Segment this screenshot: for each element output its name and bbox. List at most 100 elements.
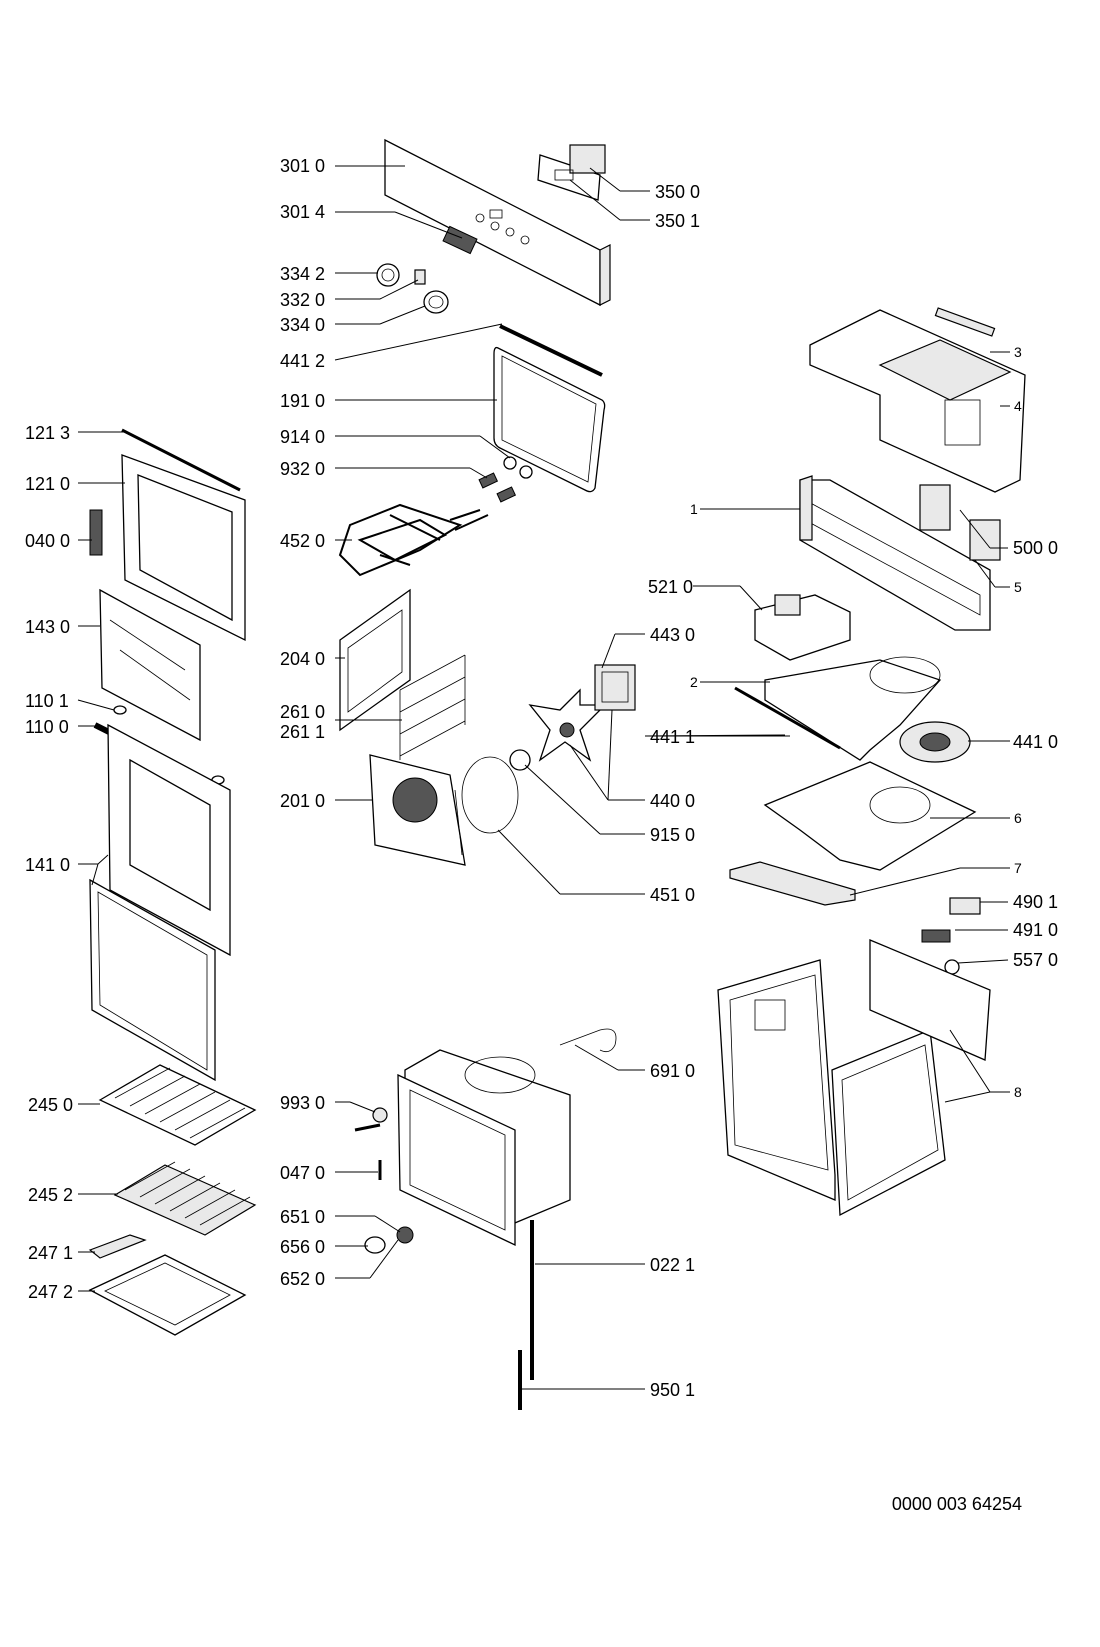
shelf-rails-part <box>399 654 466 760</box>
label-040-0: 040 0 <box>25 531 70 551</box>
lamp-glass-part <box>364 1236 386 1254</box>
oven-seal-part <box>493 346 606 493</box>
label-691-0: 691 0 <box>650 1061 695 1081</box>
switch-part <box>949 897 981 915</box>
knob-part-2 <box>423 290 449 314</box>
door-frame-part <box>121 428 246 642</box>
label-261-0: 261 0 <box>280 702 325 722</box>
label-191-0: 191 0 <box>280 391 325 411</box>
label-141-0: 141 0 <box>25 855 70 875</box>
front-frame-part <box>799 475 991 631</box>
label-993-0: 993 0 <box>280 1093 325 1113</box>
spring-part <box>478 472 499 489</box>
label-656-0: 656 0 <box>280 1237 325 1257</box>
label-2: 2 <box>690 674 698 690</box>
label-4: 4 <box>1014 398 1022 414</box>
front-strip-part <box>729 861 856 906</box>
electronic-module-part <box>537 144 606 201</box>
label-334-0: 334 0 <box>280 315 325 335</box>
door-seal-frame-part <box>89 878 216 1082</box>
label-452-0: 452 0 <box>280 531 325 551</box>
lamp-holder-part <box>396 1226 414 1244</box>
label-022-1: 022 1 <box>650 1255 695 1275</box>
label-914-0: 914 0 <box>280 427 325 447</box>
gasket-strip-part <box>499 324 603 377</box>
label-443-0: 443 0 <box>650 625 695 645</box>
label-143-0: 143 0 <box>25 617 70 637</box>
label-490-1: 490 1 <box>1013 892 1058 912</box>
label-350-1: 350 1 <box>655 211 700 231</box>
label-521-0: 521 0 <box>648 577 693 597</box>
label-350-0: 350 0 <box>655 182 700 202</box>
label-5: 5 <box>1014 579 1022 595</box>
label-245-0: 245 0 <box>28 1095 73 1115</box>
label-121-3: 121 3 <box>25 423 70 443</box>
label-441-2: 441 2 <box>280 351 325 371</box>
label-334-2: 334 2 <box>280 264 325 284</box>
label-301-0: 301 0 <box>280 156 325 176</box>
inner-glass-part <box>99 588 201 742</box>
label-451-0: 451 0 <box>650 885 695 905</box>
label-500-0: 500 0 <box>1013 538 1058 558</box>
control-panel-part <box>384 138 611 307</box>
label-557-0: 557 0 <box>1013 950 1058 970</box>
fan-ring-part <box>461 756 519 834</box>
rear-fan-cover-part <box>369 754 466 866</box>
clip-part <box>113 705 127 715</box>
grill-rack-part <box>113 1161 257 1236</box>
diagram-reference-code: 0000 003 64254 <box>891 1494 1022 1514</box>
label-301-4: 301 4 <box>280 202 325 222</box>
knob-part <box>376 263 400 287</box>
label-441-0: 441 0 <box>1013 732 1058 752</box>
knob-shaft-part <box>414 269 426 285</box>
nut-part <box>503 456 517 470</box>
oven-cavity-part <box>397 1049 571 1247</box>
label-204-0: 204 0 <box>280 649 325 669</box>
baking-tray-part <box>88 1254 247 1336</box>
leader-lines <box>77 165 1010 1390</box>
label-332-0: 332 0 <box>280 290 325 310</box>
label-932-0: 932 0 <box>280 459 325 479</box>
label-201-0: 201 0 <box>280 791 325 811</box>
label-1: 1 <box>690 501 698 517</box>
display-window-part <box>442 225 478 255</box>
label-247-2: 247 2 <box>28 1282 73 1302</box>
insulation-plate-part <box>763 761 977 871</box>
lamp-cover-part <box>372 1107 388 1123</box>
label-247-1: 247 1 <box>28 1243 73 1263</box>
label-8: 8 <box>1014 1084 1022 1100</box>
hinge-part <box>89 509 103 556</box>
wire-rack-part <box>98 1064 257 1146</box>
label-652-0: 652 0 <box>280 1269 325 1289</box>
label-950-1: 950 1 <box>650 1380 695 1400</box>
label-7: 7 <box>1014 860 1022 876</box>
label-441-1: 441 1 <box>650 727 695 747</box>
motor-housing-part <box>754 594 851 661</box>
label-6: 6 <box>1014 810 1022 826</box>
label-3: 3 <box>1014 344 1022 360</box>
label-245-2: 245 2 <box>28 1185 73 1205</box>
spring-part-2 <box>496 486 517 503</box>
fan-motor-part <box>594 664 636 711</box>
label-047-0: 047 0 <box>280 1163 325 1183</box>
side-rail-part <box>339 588 411 732</box>
gasket-rod-part <box>734 686 841 750</box>
fan-plate-part <box>764 656 971 763</box>
screw-part <box>354 1123 381 1132</box>
part-labels: 301 0 301 4 350 0 350 1 334 2 332 0 334 … <box>25 156 1058 1400</box>
top-cover-part <box>809 307 1026 493</box>
relay-part <box>919 484 951 531</box>
heating-element-part <box>338 503 489 577</box>
relay-part-2 <box>969 519 1001 561</box>
label-651-0: 651 0 <box>280 1207 325 1227</box>
label-110-0: 110 0 <box>25 717 69 737</box>
outer-casing-part <box>717 939 991 1217</box>
label-440-0: 440 0 <box>650 791 695 811</box>
rack-handle-part <box>88 1234 147 1259</box>
label-110-1: 110 1 <box>25 691 69 711</box>
convection-fan-part <box>528 688 607 762</box>
label-491-0: 491 0 <box>1013 920 1058 940</box>
label-121-0: 121 0 <box>25 474 70 494</box>
